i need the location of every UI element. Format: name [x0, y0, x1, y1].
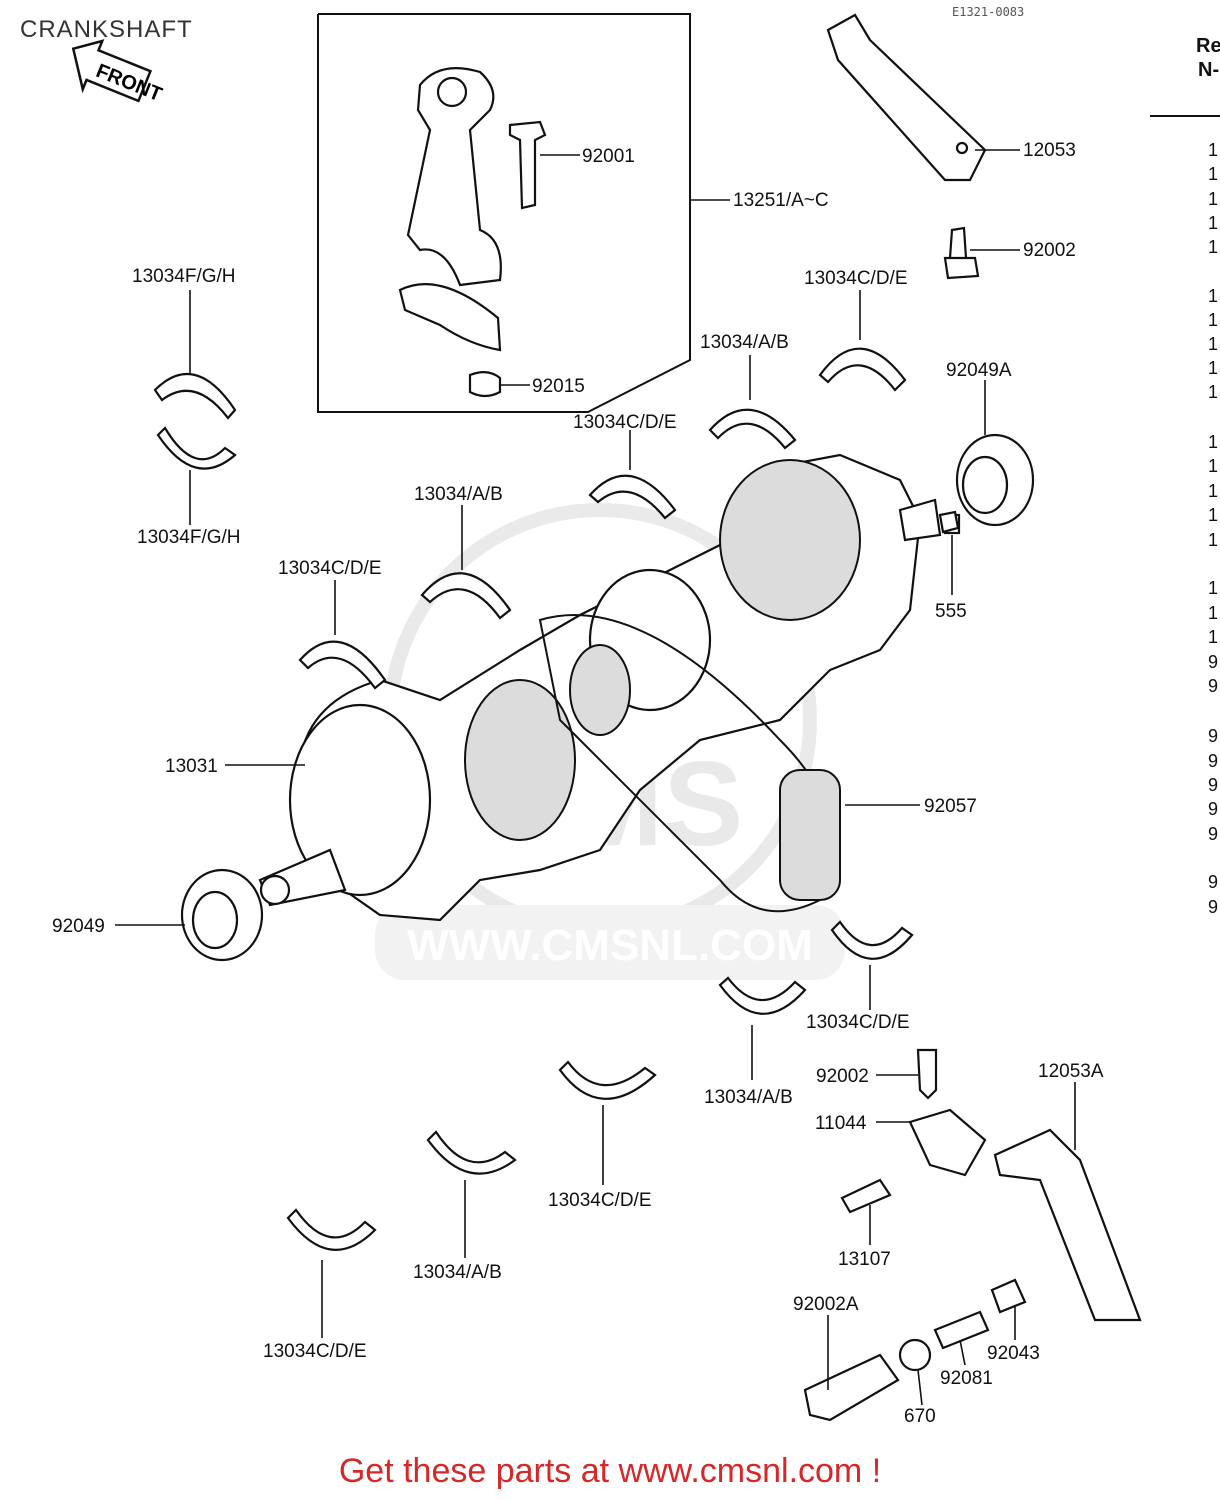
bearing-shell-cde-5: [558, 1060, 657, 1100]
column-number: 1: [1208, 456, 1218, 476]
label-13031: 13031: [165, 756, 218, 777]
oil-seal-92049a: [943, 433, 1035, 535]
column-number: 9: [1208, 775, 1218, 795]
spring-92081: [933, 1310, 990, 1350]
spring-cap-92043: [990, 1278, 1027, 1314]
column-number: 1: [1208, 334, 1218, 354]
label-11044: 11044: [815, 1113, 867, 1134]
column-number: 1: [1208, 432, 1218, 452]
column-number: 9: [1208, 751, 1218, 771]
connecting-rod: [398, 67, 547, 398]
o-ring-670: [898, 1338, 932, 1372]
chain-guide-upper: [826, 13, 987, 280]
page-title: CRANKSHAFT: [20, 16, 193, 43]
label-92002a: 92002A: [793, 1294, 859, 1315]
label-13034ab-2: 13034/A/B: [414, 484, 503, 505]
label-13034ab-1: 13034/A/B: [700, 332, 789, 353]
label-12053a: 12053A: [1038, 1061, 1104, 1082]
column-number: 1: [1208, 481, 1218, 501]
column-number: 1: [1208, 530, 1218, 550]
column-number: 1: [1208, 237, 1218, 257]
column-number: 9: [1208, 799, 1218, 819]
column-number: 1: [1208, 358, 1218, 378]
column-header-line1: Re: [1196, 35, 1220, 57]
column-number: 1: [1208, 310, 1218, 330]
column-number: 9: [1208, 872, 1218, 892]
reference-column: Re N- 1 1 1 1 1 1 1 1 1 1 1 1 1 1 1 1 1 1 9 9 9 9 9 9 9 9 9: [1150, 35, 1220, 917]
label-92057: 92057: [924, 796, 977, 817]
label-13034cde-4: 13034C/D/E: [806, 1012, 910, 1033]
bearing-shell-ab-3: [718, 976, 807, 1015]
label-92015: 92015: [532, 376, 585, 397]
column-number: 1: [1208, 189, 1218, 209]
column-number: 1: [1208, 603, 1218, 623]
column-number: 1: [1208, 627, 1218, 647]
column-number: 1: [1208, 578, 1218, 598]
label-13034cde-2: 13034C/D/E: [573, 412, 677, 433]
label-13034cde-5: 13034C/D/E: [548, 1190, 652, 1211]
bearing-shell-fgh-bottom: [156, 426, 237, 470]
conrod-assembly-box: [317, 13, 691, 413]
label-13034fgh-bottom: 13034F/G/H: [137, 527, 241, 548]
pin-13107: [840, 1178, 892, 1214]
label-13251: 13251/A~C: [733, 190, 829, 211]
label-555: 555: [935, 601, 967, 622]
leader-lines: [115, 149, 1076, 1406]
label-92002-top: 92002: [1023, 240, 1076, 261]
column-number: 1: [1208, 140, 1218, 160]
bolt-92002-mid: [916, 1048, 938, 1100]
label-13034cde-6: 13034C/D/E: [263, 1341, 367, 1362]
bearing-shell-cde-6: [286, 1208, 377, 1251]
bearing-shell-ab-2: [420, 572, 512, 620]
label-13034fgh-top: 13034F/G/H: [132, 266, 236, 287]
bearing-shell-cde-3: [298, 640, 387, 690]
bearing-shell-fgh-top: [153, 373, 237, 420]
bearing-shell-cde-1: [818, 347, 907, 392]
bearing-shell-ab-4: [426, 1130, 517, 1175]
footer-link[interactable]: Get these parts at www.cmsnl.com !: [338, 1452, 882, 1490]
label-670: 670: [904, 1406, 936, 1427]
label-13034cde-3: 13034C/D/E: [278, 558, 382, 579]
column-number: 9: [1208, 726, 1218, 746]
column-header-line2: N-: [1198, 59, 1219, 81]
crankshaft: [258, 453, 942, 922]
label-92081: 92081: [940, 1368, 993, 1389]
watermark-url: WWW.CMSNL.COM: [407, 921, 813, 970]
label-92049a: 92049A: [946, 360, 1012, 381]
column-number: 1: [1208, 382, 1218, 402]
label-92043: 92043: [987, 1343, 1040, 1364]
reference-code: E1321-0083: [952, 5, 1024, 19]
pin-555: [938, 510, 960, 534]
tensioner-parts: [803, 510, 1142, 1422]
chain-guide-12053a: [993, 1128, 1142, 1322]
cam-chain: [538, 614, 841, 913]
label-92002-mid: 92002: [816, 1066, 869, 1087]
column-number: 1: [1208, 505, 1218, 525]
column-number: 9: [1208, 676, 1218, 696]
column-number: 1: [1208, 164, 1218, 184]
bracket-11044: [908, 1108, 987, 1177]
label-13107: 13107: [838, 1249, 891, 1270]
bearing-shell-cde-2: [588, 474, 677, 520]
bearing-shell-ab-1: [708, 408, 797, 450]
oil-seal-92049: [180, 868, 264, 962]
plug-92002a: [803, 1353, 900, 1422]
label-92049: 92049: [52, 916, 105, 937]
bearing-shell-cde-4: [830, 920, 914, 960]
bearing-shells: [153, 347, 914, 1251]
column-number: 9: [1208, 652, 1218, 672]
part-labels: 92001 13251/A~C 92015 12053 92002 13034F…: [52, 140, 1104, 1427]
column-number: 9: [1208, 824, 1218, 844]
front-arrow-icon: FRONT: [71, 39, 165, 106]
label-12053: 12053: [1023, 140, 1076, 161]
column-number: 9: [1208, 897, 1218, 917]
column-number: 1: [1208, 286, 1218, 306]
label-92001: 92001: [582, 146, 635, 167]
label-13034cde-1: 13034C/D/E: [804, 268, 908, 289]
column-number: 1: [1208, 213, 1218, 233]
label-13034ab-3: 13034/A/B: [704, 1087, 793, 1108]
label-13034ab-4: 13034/A/B: [413, 1262, 502, 1283]
